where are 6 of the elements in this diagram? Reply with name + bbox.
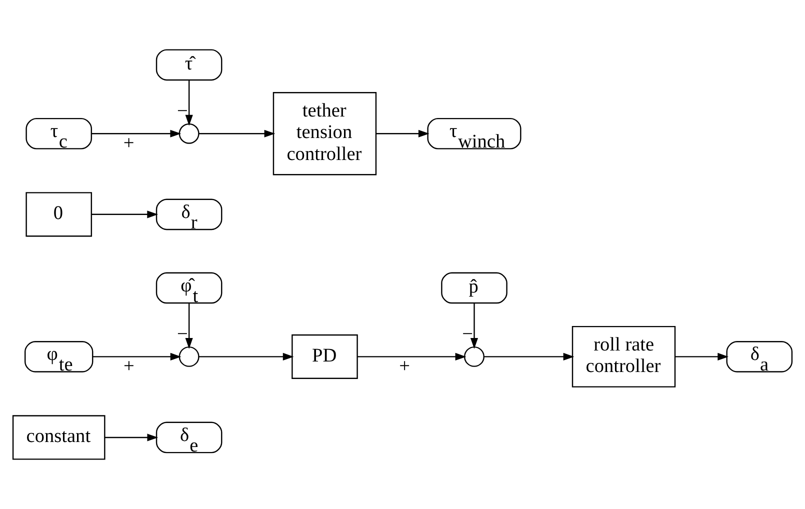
edge-label: −: [462, 324, 474, 346]
edge-label: −: [177, 101, 188, 122]
edge-label: +: [399, 356, 410, 378]
edge-label: −: [177, 324, 188, 346]
edge-label: +: [124, 356, 134, 378]
edge-label: +: [123, 133, 134, 154]
